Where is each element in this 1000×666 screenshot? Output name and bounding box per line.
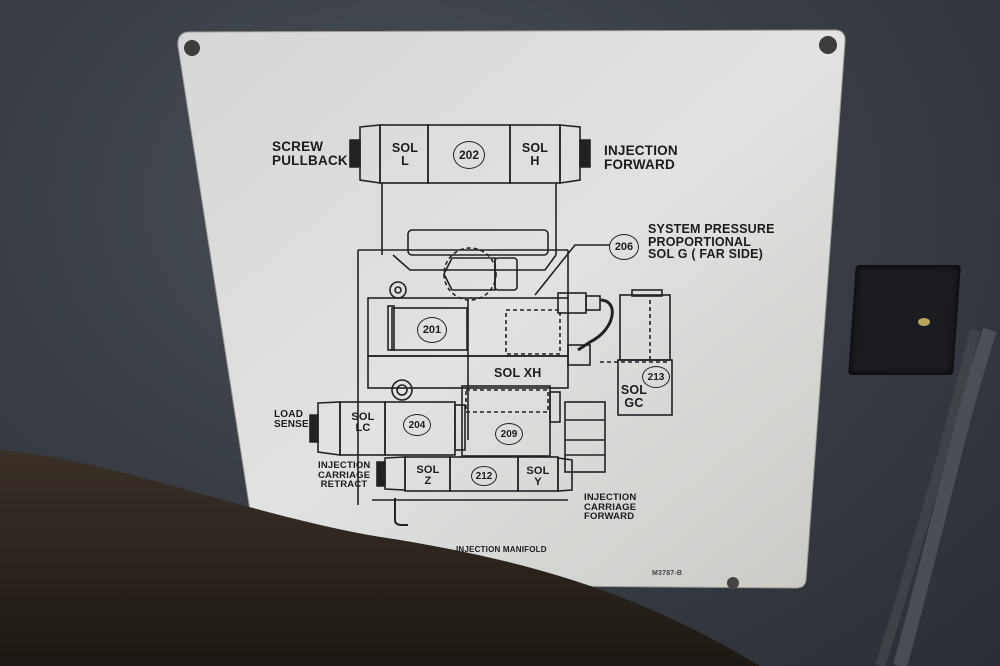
sol-y-label: SOL Y: [526, 465, 550, 488]
callout-213: 213: [642, 366, 670, 388]
sol-z-label: SOL Z: [416, 464, 440, 487]
label-sol-xh: SOL XH: [494, 366, 542, 380]
callout-202: 202: [453, 141, 485, 169]
sol-h-label: SOL H: [521, 141, 549, 168]
callout-209: 209: [495, 423, 523, 445]
callout-212: 212: [471, 466, 497, 486]
indicator-light: [918, 318, 930, 326]
callout-201: 201: [417, 317, 447, 343]
plate-title: INJECTION MANIFOLD: [456, 545, 547, 554]
sol-l-label: SOL L: [391, 141, 419, 168]
label-injection-carriage-retract: INJECTION CARRIAGE RETRACT: [318, 460, 371, 490]
callout-204: 204: [403, 414, 431, 436]
label-system-pressure: SYSTEM PRESSURE PROPORTIONAL SOL G ( FAR…: [648, 222, 775, 261]
label-load-sense: LOAD SENSE: [274, 409, 309, 430]
label-screw-pullback: SCREW PULLBACK: [272, 139, 348, 168]
sol-gc-label: SOL GC: [620, 383, 648, 410]
part-number: M3787-B: [652, 570, 683, 577]
callout-206: 206: [609, 234, 639, 260]
label-injection-forward: INJECTION FORWARD: [604, 143, 678, 172]
sol-lc-label: SOL LC: [351, 411, 375, 434]
label-injection-carriage-forward: INJECTION CARRIAGE FORWARD: [584, 492, 637, 522]
